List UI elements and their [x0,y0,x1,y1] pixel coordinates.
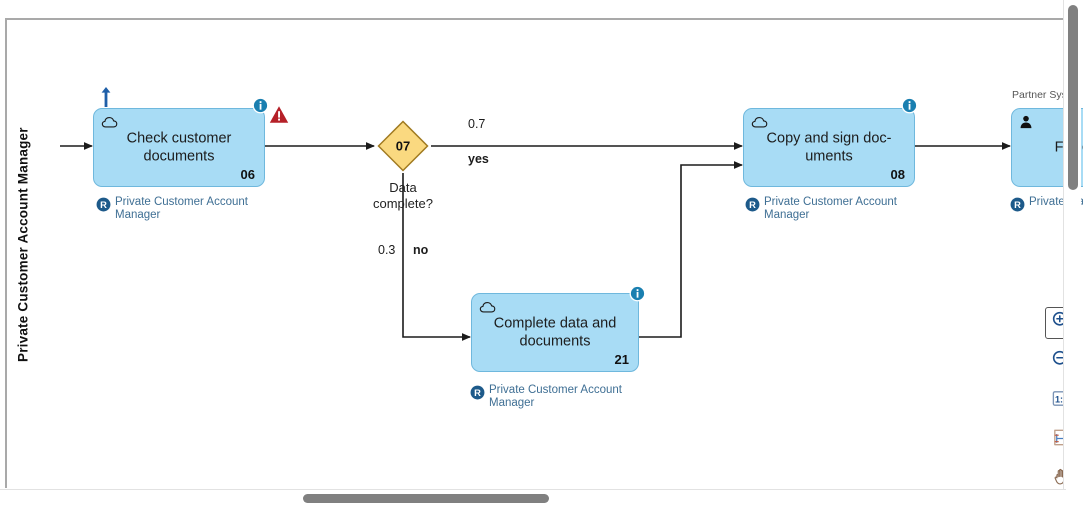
task-title: Complete data and documents [493,314,617,350]
role-badge-icon: R [96,197,111,212]
gateway-label: Data complete? [373,180,433,211]
role-label: Private Customer Account Manager [489,384,622,410]
role-label: Private Customer Account Manager [115,196,248,222]
svg-text:1:1: 1:1 [1054,394,1067,404]
task-copy-and-sign-documents[interactable]: Copy and sign doc-uments 08 [743,108,915,187]
flow-condition-no: no [413,243,429,257]
warning-triangle-icon[interactable] [269,105,289,124]
vertical-scrollbar-thumb[interactable] [1068,5,1078,190]
role-annotation: R Private Customer Account Manager [96,196,266,222]
gateway-data-complete[interactable]: 07 [377,120,429,172]
info-badge-icon[interactable] [901,97,918,114]
task-check-customer-documents[interactable]: Check customer documents 06 [93,108,265,187]
role-annotation: R Private Customer Account Manager [745,196,915,222]
svg-text:R: R [1014,200,1021,210]
svg-text:R: R [474,388,481,398]
role-annotation: R Private Customer Account Manager [470,384,640,410]
horizontal-scrollbar-thumb[interactable] [303,494,549,503]
hand-icon [1051,466,1072,492]
task-complete-data-and-documents[interactable]: Complete data and documents 21 [471,293,639,372]
info-badge-icon[interactable] [252,97,269,114]
user-task-icon [1019,115,1037,131]
flow-g07-no-to-t21 [402,173,471,341]
system-label: Partner Syste [1012,89,1076,101]
svg-text:R: R [749,200,756,210]
task-title: Copy and sign doc-uments [766,129,892,165]
role-label: Private Customer Account Manager [764,196,897,222]
role-badge-icon: R [745,197,760,212]
service-cloud-icon [101,115,119,131]
role-badge-icon: R [1010,197,1025,212]
service-cloud-icon [479,300,497,316]
task-title: Check customer documents [126,129,232,165]
flow-t21-to-t08 [639,161,743,338]
svg-text:R: R [100,200,107,210]
vertical-scrollbar[interactable] [1063,0,1081,490]
flow-condition-yes: yes [468,152,489,166]
flow-probability-no: 0.3 [378,243,396,257]
task-number: 06 [240,167,255,182]
horizontal-scrollbar[interactable] [0,489,1066,507]
service-cloud-icon [751,115,769,131]
task-number: 21 [614,352,629,367]
up-arrow-marker-icon [100,86,112,108]
flow-probability-yes: 0.7 [468,117,486,131]
role-badge-icon: R [470,385,485,400]
task-number: 08 [890,167,905,182]
pan-tool-button[interactable] [1045,463,1077,495]
info-badge-icon[interactable] [629,285,646,302]
